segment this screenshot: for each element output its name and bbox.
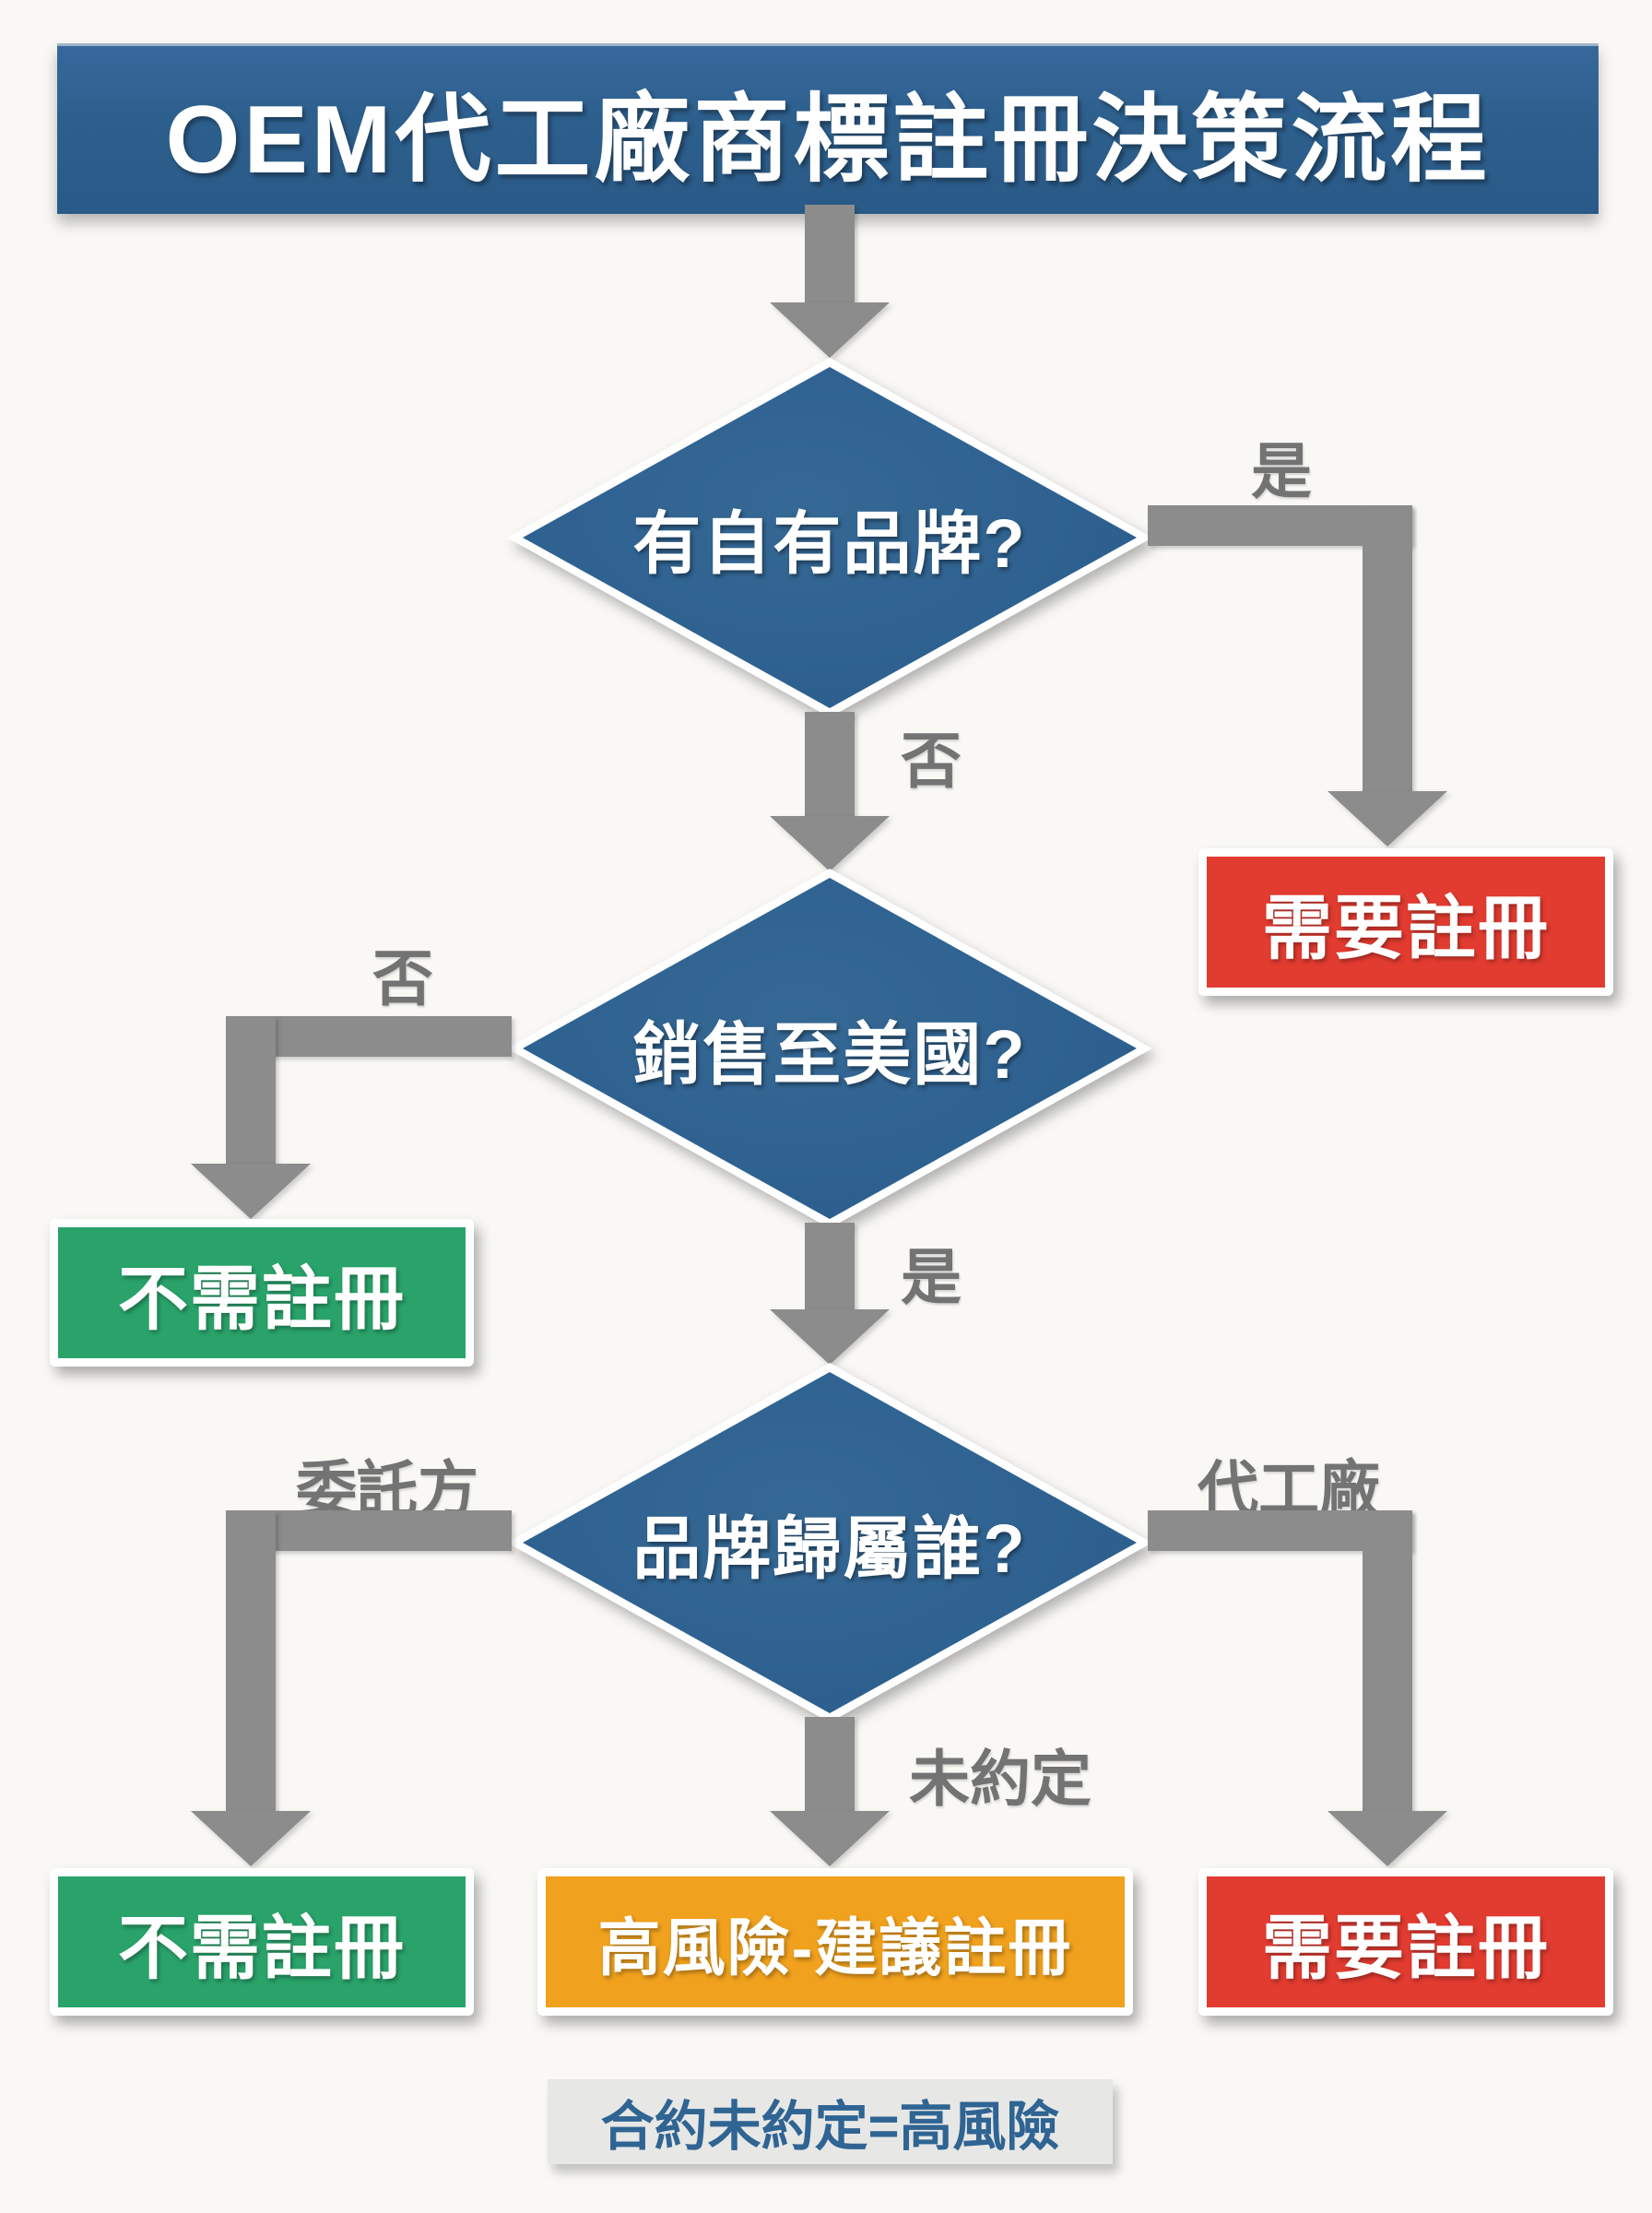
arrow-d3-client-head-icon <box>191 1811 311 1866</box>
edge-label-no-1: 否 <box>901 727 962 795</box>
arrow-d1-to-d2-head-icon <box>770 816 890 871</box>
outcome-high-risk-label: 高風險-建議註冊 <box>597 1912 1073 1983</box>
edge-label-no-2: 否 <box>372 944 433 1012</box>
arrow-d3-mid-shaft <box>805 1717 855 1813</box>
note-box: 合約未約定=高風險 <box>548 2079 1113 2164</box>
arrow-d2-no-vshaft <box>226 1016 276 1166</box>
edge-label-not-agreed: 未約定 <box>909 1745 1092 1813</box>
arrow-title-to-d1-head-icon <box>770 302 890 358</box>
arrow-d3-factory-vshaft <box>1363 1510 1412 1813</box>
arrow-d2-to-d3-shaft <box>805 1223 855 1311</box>
decision-brand-ownership-label: 品牌歸屬誰? <box>632 1509 1027 1587</box>
outcome-need-register-bottom: 需要註冊 <box>1198 1868 1613 2016</box>
outcome-need-register-right-label: 需要註冊 <box>1262 890 1550 968</box>
edge-label-yes-2: 是 <box>901 1243 962 1311</box>
arrow-d2-no-head-icon <box>191 1164 311 1219</box>
outcome-high-risk: 高風險-建議註冊 <box>537 1868 1133 2016</box>
arrow-d3-client-vshaft <box>226 1510 276 1813</box>
title-banner: OEM代工廠商標註冊決策流程 <box>57 43 1599 214</box>
outcome-no-need-bottom: 不需註冊 <box>50 1868 474 2016</box>
arrow-d1-to-d2-shaft <box>805 712 855 818</box>
decision-sell-to-us: 銷售至美國? <box>507 869 1152 1228</box>
arrow-d1-yes-vshaft <box>1363 505 1412 795</box>
outcome-need-register-right: 需要註冊 <box>1198 848 1613 996</box>
arrow-d1-yes-head-icon <box>1328 791 1447 846</box>
arrow-title-to-d1-shaft <box>805 205 855 306</box>
decision-own-brand: 有自有品牌? <box>507 358 1152 717</box>
page-title: OEM代工廠商標註冊決策流程 <box>165 86 1491 194</box>
edge-label-yes-1: 是 <box>1251 437 1312 505</box>
outcome-no-need-left-label: 不需註冊 <box>118 1260 406 1339</box>
arrow-d3-mid-head-icon <box>770 1811 890 1866</box>
decision-sell-to-us-label: 銷售至美國? <box>632 1015 1027 1093</box>
arrow-d2-to-d3-head-icon <box>770 1309 890 1365</box>
note-text: 合約未約定=高風險 <box>600 2097 1060 2157</box>
outcome-no-need-bottom-label: 不需註冊 <box>118 1910 406 1988</box>
outcome-no-need-left: 不需註冊 <box>50 1219 474 1367</box>
outcome-need-register-bottom-label: 需要註冊 <box>1262 1910 1550 1988</box>
decision-own-brand-label: 有自有品牌? <box>632 504 1027 582</box>
arrow-d3-factory-head-icon <box>1328 1811 1447 1866</box>
decision-brand-ownership: 品牌歸屬誰? <box>507 1363 1152 1722</box>
